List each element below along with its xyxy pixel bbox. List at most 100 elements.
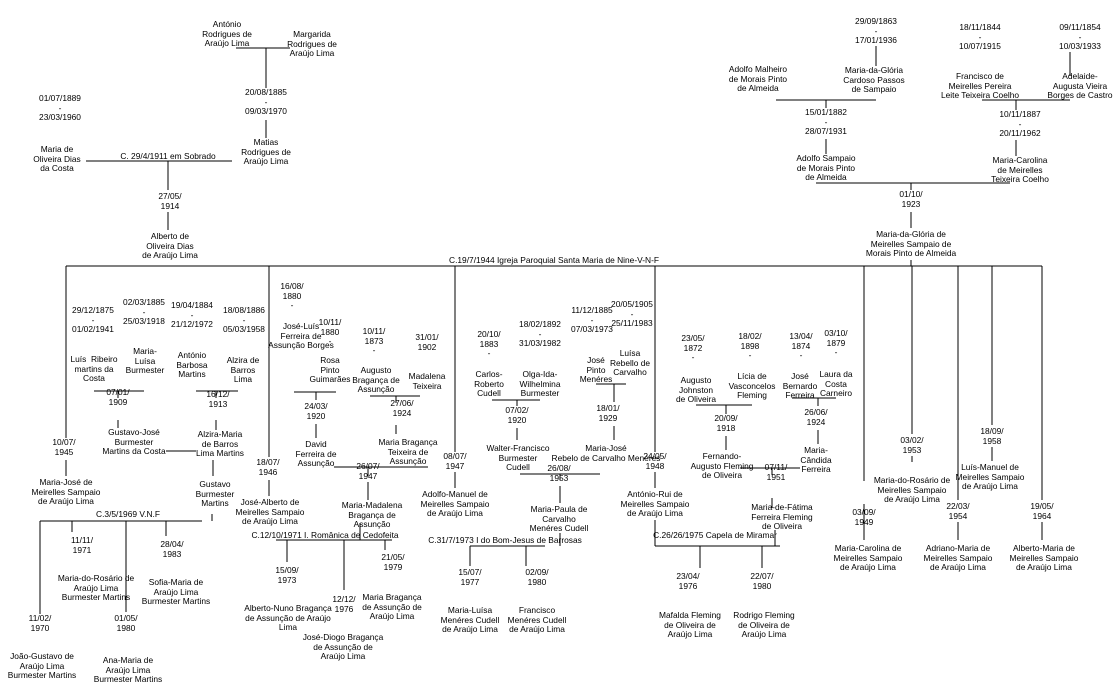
date-birth: 18/07/ 1946 bbox=[256, 457, 280, 477]
person-jose-luis-ferreira: José-Luís Ferreira de Assunção Borges bbox=[268, 321, 334, 351]
dates-olga: 18/02/1892 - 31/03/1982 bbox=[519, 319, 561, 349]
person-maria-luisa-meneres: Maria-Luísa Menéres Cudell de Araújo Lim… bbox=[440, 605, 500, 635]
dates-maria-oliveira: 01/07/1889 - 23/03/1960 bbox=[39, 93, 81, 123]
dates-augusto-johnston: 23/05/ 1872 - bbox=[681, 333, 705, 363]
dates-laura: 03/10/ 1879 - bbox=[824, 328, 848, 358]
person-adriano-maria: Adriano-Maria de Meirelles Sampaio de Ar… bbox=[923, 543, 993, 573]
connector bbox=[94, 390, 144, 428]
person-mafalda-fleming: Mafalda Fleming de Oliveira de Araújo Li… bbox=[659, 610, 721, 640]
person-maria-paula: Maria-Paula de Carvalho Menéres Cudell bbox=[529, 504, 589, 534]
date-birth: 15/09/ 1973 bbox=[275, 565, 299, 585]
person-adolfo-manuel: Adolfo-Manuel de Meirelles Sampaio de Ar… bbox=[420, 489, 490, 519]
person-maria-fatima: Maria-de-Fátima Ferreira Fleming de Oliv… bbox=[751, 502, 813, 532]
person-luisa-rebello: Luísa Rebello de Carvalho bbox=[609, 348, 651, 378]
date-birth: 28/04/ 1983 bbox=[160, 539, 184, 559]
date-birth: 23/04/ 1976 bbox=[676, 571, 700, 591]
date-birth: 11/11/ 1971 bbox=[70, 535, 94, 555]
person-jose-pinto: José Pinto Menéres bbox=[579, 355, 613, 385]
person-margarida-rodrigues: Margarida Rodrigues de Araújo Lima bbox=[287, 29, 337, 59]
person-maria-luisa-burmester: Maria- Luísa Burmester bbox=[125, 346, 165, 376]
date-marriage: 20/09/ 1918 bbox=[714, 413, 738, 433]
person-carlos-roberto: Carlos- Roberto Cudell bbox=[474, 369, 504, 399]
person-maria-rosario-meirelles: Maria-do-Rosário de Meirelles Sampaio de… bbox=[873, 475, 951, 505]
connector bbox=[816, 182, 1010, 228]
connector bbox=[86, 160, 232, 230]
person-francisco-meneres: Francisco Menéres Cudell de Araújo Lima bbox=[507, 605, 567, 635]
dates-augusto-braganca: 10/11/ 1873 - bbox=[362, 326, 386, 356]
person-fernando-augusto: Fernando- Augusto Fleming de Oliveira bbox=[690, 451, 754, 481]
person-augusto-johnston: Augusto Johnston de Oliveira bbox=[675, 375, 717, 405]
date-marriage: 27/05/ 1914 bbox=[158, 191, 182, 211]
marriage-label: C.19/7/1944 Igreja Paroquial Santa Maria… bbox=[449, 255, 659, 265]
connector bbox=[740, 467, 800, 508]
connector bbox=[596, 383, 626, 440]
date-marriage: 26/06/ 1924 bbox=[804, 407, 828, 427]
dates-jose-pinto: 11/12/1885 - 07/03/1973 bbox=[571, 305, 613, 335]
date-birth: 02/09/ 1980 bbox=[525, 567, 549, 587]
dates-luisa-rebello: 20/05/1905 - 25/11/1983 bbox=[611, 299, 653, 329]
person-augusto-braganca: Augusto Bragança de Assunção bbox=[352, 365, 400, 395]
dates-adelaide: 09/11/1854 - 10/03/1933 bbox=[1059, 22, 1101, 52]
dates-licia: 18/02/ 1898 - bbox=[738, 331, 762, 361]
date-birth: 22/03/ 1954 bbox=[946, 501, 970, 521]
person-adolfo-sampaio: Adolfo Sampaio de Morais Pinto de Almeid… bbox=[796, 153, 856, 183]
date-birth: 26/07/ 1947 bbox=[356, 461, 380, 481]
dates-adolfo-sampaio: 15/01/1882 - 28/07/1931 bbox=[805, 107, 847, 137]
marriage-label: C.26/26/1975 Capela de Miramar bbox=[653, 530, 777, 540]
connector bbox=[39, 514, 213, 614]
person-maria-braganca-araujo: Maria Bragança de Assunção de Araújo Lim… bbox=[362, 592, 422, 622]
person-walter-francisco: Walter-Francisco Burmester Cudell bbox=[486, 443, 550, 473]
person-alberto-nuno: Alberto-Nuno Bragança de Assunção de Ara… bbox=[244, 603, 332, 633]
person-sofia-maria: Sofia-Maria de Araújo Lima Burmester Mar… bbox=[141, 577, 211, 607]
person-antonio-barbosa: António Barbosa Martins bbox=[176, 350, 208, 380]
person-maria-gloria-meirelles: Maria-da-Glória de Meirelles Sampaio de … bbox=[865, 229, 957, 259]
connector bbox=[370, 395, 420, 434]
date-marriage: 07/02/ 1920 bbox=[505, 405, 529, 425]
person-madalena-teixeira: Madalena Teixeira bbox=[408, 371, 446, 391]
date-marriage: 16/12/ 1913 bbox=[206, 389, 230, 409]
dates-alzira: 18/08/1886 - 05/03/1958 bbox=[223, 305, 265, 335]
person-antonio-rui: António-Rui de Meirelles Sampaio de Araú… bbox=[620, 489, 690, 519]
person-maria-carolina-coelho: Maria-Carolina de Meirelles Teixeira Coe… bbox=[991, 155, 1049, 185]
dates-jose-bernardo: 13/04/ 1874 - bbox=[789, 331, 813, 361]
person-maria-candida: Maria- Cândida Ferreira bbox=[800, 445, 832, 475]
dates-maria-carolina-coelho: 10/11/1887 - 20/11/1962 bbox=[999, 109, 1041, 139]
person-ana-maria: Ana-Maria de Araújo Lima Burmester Marti… bbox=[93, 655, 163, 685]
person-gustavo-burmester: Gustavo Burmester Martins bbox=[195, 479, 235, 509]
marriage-label: C.31/7/1973 I do Bom-Jesus de Barrosas bbox=[428, 535, 582, 545]
person-matias-rodrigues: Matias Rodrigues de Araújo Lima bbox=[241, 137, 291, 167]
person-maria-rosario-burmester: Maria-do-Rosário de Araújo Lima Burmeste… bbox=[57, 573, 135, 603]
date-birth: 01/05/ 1980 bbox=[114, 613, 138, 633]
date-marriage: 07/01/ 1909 bbox=[106, 387, 130, 407]
person-maria-oliveira-dias: Maria de Oliveira Dias da Costa bbox=[33, 144, 81, 174]
connector bbox=[276, 523, 392, 590]
person-rodrigo-fleming: Rodrigo Fleming de Oliveira de Araújo Li… bbox=[733, 610, 795, 640]
date-birth: 12/12/ 1976 bbox=[332, 594, 356, 614]
person-licia-vasconcelos: Lícia de Vasconcelos Fleming bbox=[728, 371, 776, 401]
date-birth: 11/02/ 1970 bbox=[28, 613, 52, 633]
date-birth: 07/11/ 1951 bbox=[764, 462, 788, 482]
person-maria-gloria-passos: Maria-da-Glória Cardoso Passos de Sampai… bbox=[843, 65, 905, 95]
person-gustavo-jose: Gustavo-José Burmester Martins da Costa bbox=[102, 427, 166, 457]
date-marriage: 01/10/ 1923 bbox=[899, 189, 923, 209]
connector bbox=[294, 391, 336, 438]
date-birth: 24/05/ 1948 bbox=[643, 451, 667, 471]
dates-jose-luis: 16/08/ 1880 - bbox=[280, 281, 304, 311]
marriage-label: C.3/5/1969 V.N.F bbox=[96, 509, 160, 519]
person-antonio-rodrigues: António Rodrigues de Araújo Lima bbox=[202, 19, 252, 49]
connector bbox=[520, 473, 600, 503]
person-david-ferreira: David Ferreira de Assunção bbox=[295, 439, 337, 469]
person-luis-manuel: Luís-Manuel de Meirelles Sampaio de Araú… bbox=[955, 462, 1025, 492]
connector bbox=[792, 397, 836, 444]
person-alzira-barros: Alzira de Barros Lima bbox=[226, 355, 260, 385]
date-birth: 19/05/ 1964 bbox=[1030, 501, 1054, 521]
person-adelaide-augusta: Adelaide- Augusta Vieira Borges de Castr… bbox=[1047, 71, 1113, 101]
connector bbox=[469, 533, 561, 566]
dates-maria-luisa: 02/03/1885 - 25/03/1918 bbox=[123, 297, 165, 327]
dates-rosa: 10/11/ 1880 - bbox=[318, 317, 342, 347]
date-marriage: 27/06/ 1924 bbox=[390, 398, 414, 418]
person-alzira-maria: Alzira-Maria de Barros Lima Martins bbox=[196, 429, 244, 459]
connector bbox=[776, 46, 877, 154]
dates-carlos-roberto: 20/10/ 1883 - bbox=[477, 329, 501, 359]
person-maria-madalena: Maria-Madalena Bragança de Assunção bbox=[341, 500, 403, 530]
